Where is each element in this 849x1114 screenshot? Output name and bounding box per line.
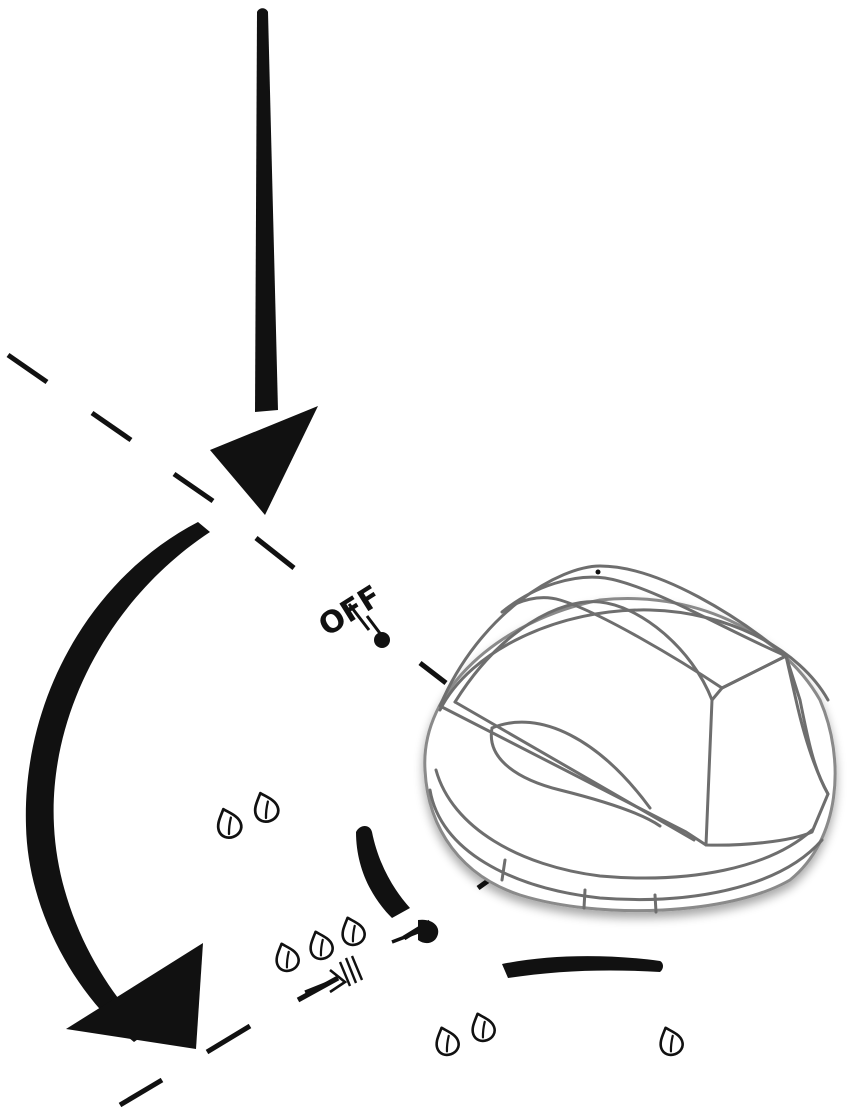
off-label: OFF	[313, 579, 388, 644]
dashed-axis-line	[6, 352, 448, 685]
flame-icon	[653, 1022, 687, 1060]
ignition-position-marker	[391, 919, 439, 944]
flame-icon	[335, 912, 369, 950]
flame-icon	[269, 938, 303, 976]
flame-group-medium-lower	[429, 1008, 499, 1060]
range-arc-upper	[356, 826, 410, 918]
control-knob-icon	[423, 564, 837, 914]
range-arc-lower	[502, 956, 663, 978]
down-arrow-icon	[210, 8, 318, 515]
flame-icon	[211, 803, 246, 843]
flame-group-medium	[211, 787, 283, 843]
flame-group-max	[269, 912, 369, 976]
off-position-marker	[347, 603, 390, 648]
flame-group-min	[653, 1022, 687, 1060]
ignition-spark-icon	[304, 955, 364, 994]
flame-icon	[465, 1008, 499, 1046]
flame-icon	[429, 1022, 463, 1060]
flame-icon	[303, 926, 337, 964]
curved-arrow-icon	[25, 522, 210, 1049]
flame-icon	[248, 787, 283, 827]
